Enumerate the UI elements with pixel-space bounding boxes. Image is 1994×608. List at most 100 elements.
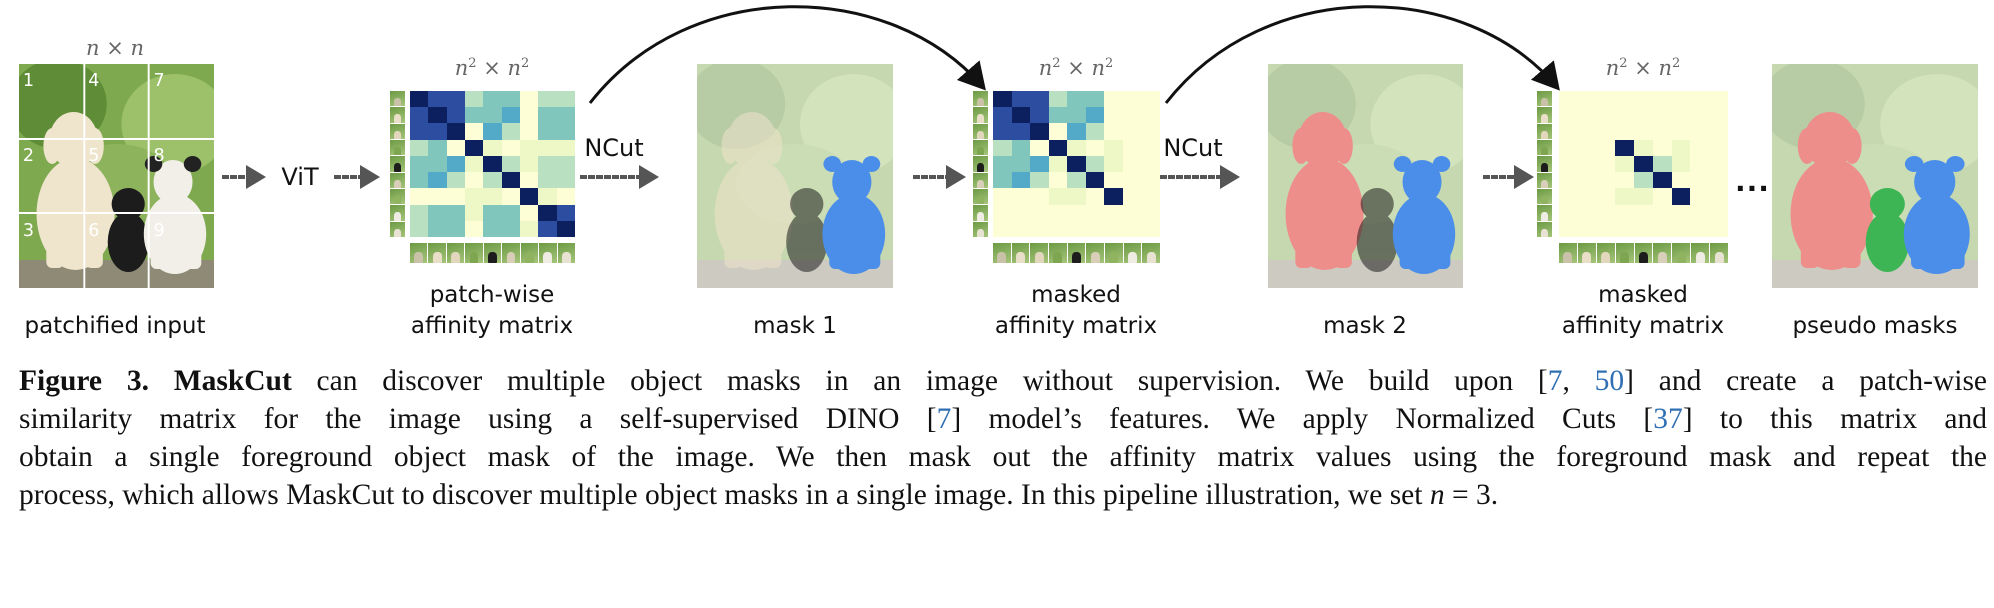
matrix3-dim-label: n2 × n2 (1605, 56, 1681, 80)
matrix-cell (446, 204, 465, 221)
patch-thumbnail (1672, 243, 1691, 263)
matrix-cell (538, 107, 557, 124)
patch-thumbnail (973, 123, 988, 139)
patch-thumbnail (1048, 243, 1067, 263)
patch-number: 9 (154, 221, 165, 241)
matrix2-column-patch-thumbnails (993, 243, 1160, 263)
patch-thumbnail (390, 91, 405, 107)
matrix-cell (520, 139, 539, 156)
black-dog (1865, 188, 1909, 272)
matrix-cell (1709, 204, 1728, 221)
matrix-cell (1104, 155, 1123, 173)
matrix-cell (538, 220, 557, 237)
matrix-cell (1634, 139, 1653, 156)
matrix-cell (538, 123, 557, 140)
matrix-cell (1577, 107, 1597, 124)
feedback-arrow-1 (588, 5, 986, 104)
matrix-cell (1671, 91, 1691, 108)
citation-link[interactable]: 7 (1547, 365, 1563, 397)
matrix-cell (1085, 204, 1105, 221)
matrix-cell (1141, 107, 1160, 124)
patch-thumbnail (1537, 188, 1552, 205)
matrix-cell (465, 123, 484, 140)
matrix-cell (1652, 139, 1672, 156)
ncut-label-1: NCut (584, 134, 644, 162)
patch-thumbnail (1537, 107, 1552, 123)
matrix-cell (1030, 204, 1049, 221)
matrix-cell (1709, 107, 1728, 124)
matrix-cell (556, 107, 575, 124)
matrix-cell (1011, 155, 1031, 173)
matrix-cell (1067, 172, 1086, 189)
matrix-cell (1011, 139, 1031, 156)
matrix-cell (465, 188, 484, 205)
mask2-image (1268, 64, 1463, 288)
patch-thumbnail (1653, 243, 1672, 263)
patch-thumbnail (1537, 172, 1552, 188)
matrix-cell (1559, 123, 1578, 140)
matrix-cell (1709, 188, 1728, 205)
matrix-cell (1615, 139, 1635, 156)
matrix-cell (556, 155, 575, 173)
matrix-cell (1709, 172, 1728, 189)
patch-thumbnail (557, 243, 575, 263)
matrix-cell (1596, 204, 1616, 221)
citation-link[interactable]: 7 (936, 403, 952, 435)
matrix-cell (520, 155, 539, 173)
matrix-cell (501, 91, 520, 108)
caption-line-1: Figure 3. MaskCut can discover multiple … (19, 362, 1987, 400)
matrix-cell (1048, 107, 1068, 124)
matrix-cell (993, 172, 1012, 189)
ellipsis: ... (1735, 165, 1770, 198)
patch-thumbnail (1691, 243, 1710, 263)
patch-thumbnail (390, 221, 405, 237)
matrix-cell (993, 91, 1012, 108)
matrix-cell (1652, 220, 1672, 237)
matrix-cell (446, 139, 465, 156)
matrix-cell (1690, 188, 1710, 205)
ncut-label-2: NCut (1163, 134, 1223, 162)
matrix-cell (465, 220, 484, 237)
matrix-cell (465, 91, 484, 108)
matrix-cell (428, 172, 447, 189)
patch-thumbnail (1577, 243, 1596, 263)
matrix2-masked-affinity (993, 91, 1160, 237)
matrix-cell (538, 188, 557, 205)
matrix-cell (1067, 107, 1086, 124)
matrix-cell (483, 220, 502, 237)
patch-thumbnail (520, 243, 539, 263)
matrix-cell (1011, 172, 1031, 189)
matrix-cell (1141, 155, 1160, 173)
matrix-cell (1671, 220, 1691, 237)
patch-number: 1 (23, 71, 34, 91)
matrix-cell (1596, 139, 1616, 156)
caption-text: ] to this matrix and (1682, 403, 1988, 435)
patch-number: 5 (88, 146, 99, 166)
matrix-cell (1709, 123, 1728, 140)
patchified-input-label: patchified input (24, 313, 206, 339)
matrix2-row-patch-thumbnails (973, 91, 988, 237)
matrix-cell (465, 139, 484, 156)
citation-link[interactable]: 50 (1594, 365, 1625, 397)
matrix-cell (1141, 172, 1160, 189)
matrix-cell (1011, 188, 1031, 205)
patch-grid (19, 64, 214, 288)
golden-retriever (1790, 112, 1873, 270)
matrix-cell (1634, 188, 1653, 205)
matrix-cell (1104, 107, 1123, 124)
matrix-cell (1104, 204, 1123, 221)
matrix-cell (1085, 220, 1105, 237)
matrix-cell (1067, 188, 1086, 205)
matrix-cell (1559, 139, 1578, 156)
matrix-cell (428, 107, 447, 124)
matrix-cell (1067, 155, 1086, 173)
patch-thumbnail (390, 188, 405, 205)
matrix1-patch-wise-affinity (410, 91, 575, 237)
patch-number: 2 (23, 146, 34, 166)
matrix-cell (483, 91, 502, 108)
matrix-cell (1104, 123, 1123, 140)
citation-link[interactable]: 37 (1653, 403, 1683, 435)
matrix-cell (1122, 123, 1142, 140)
